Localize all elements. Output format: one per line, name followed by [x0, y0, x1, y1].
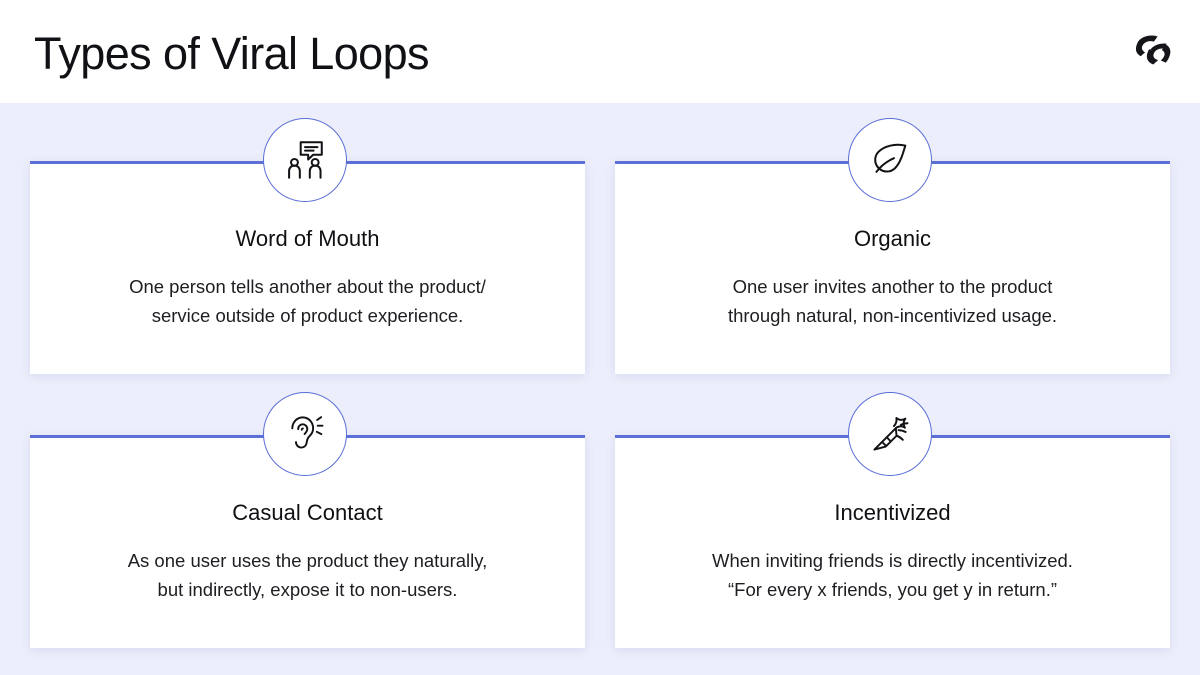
- card-slot-word-of-mouth: Word of Mouth One person tells another a…: [30, 118, 585, 374]
- card-description: As one user uses the product they natura…: [127, 550, 488, 600]
- card-slot-incentivized: Incentivized When inviting friends is di…: [615, 392, 1170, 648]
- leaf-icon: [848, 118, 932, 202]
- card-description: One user invites another to the product …: [727, 276, 1058, 326]
- two-people-speech-bubble-icon: [263, 118, 347, 202]
- brand-logo-icon: [1135, 35, 1171, 65]
- card-slot-organic: Organic One user invites another to the …: [615, 118, 1170, 374]
- card-title: Casual Contact: [232, 500, 383, 525]
- card-slot-casual-contact: Casual Contact As one user uses the prod…: [30, 392, 585, 648]
- card-title: Incentivized: [834, 500, 951, 525]
- viral-loop-card-grid: Word of Mouth One person tells another a…: [0, 103, 1200, 675]
- slide-header: Types of Viral Loops: [0, 0, 1200, 103]
- card-description: One person tells another about the produ…: [129, 276, 486, 326]
- card-description: When inviting friends is directly incent…: [712, 550, 1073, 600]
- page-title: Types of Viral Loops: [34, 28, 430, 79]
- card-title: Organic: [853, 226, 932, 251]
- ear-listening-icon: [263, 392, 347, 476]
- carrot-icon: [848, 392, 932, 476]
- card-title: Word of Mouth: [235, 226, 380, 251]
